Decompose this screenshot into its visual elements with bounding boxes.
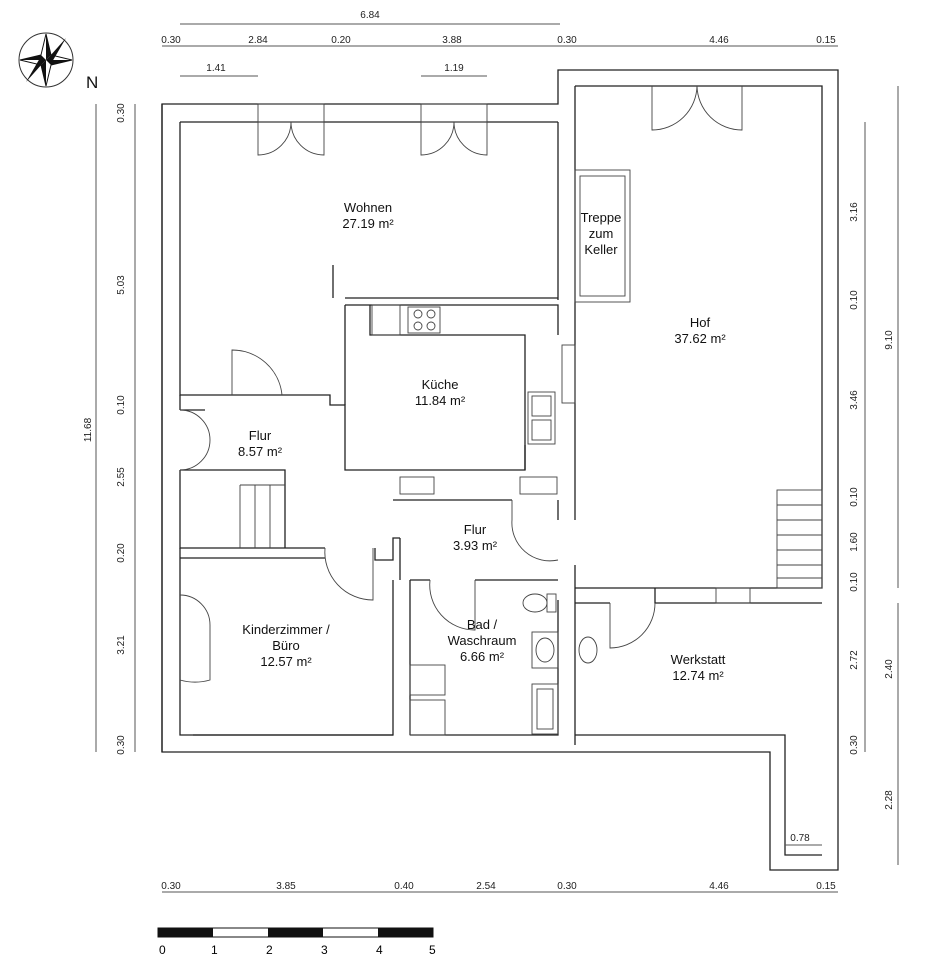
- room-area: 37.62 m²: [674, 331, 726, 346]
- dim-label: 3.21: [116, 635, 127, 655]
- dim-label: 0.10: [849, 572, 860, 592]
- room-area: 12.74 m²: [672, 668, 724, 683]
- room-name: Wohnen: [344, 200, 392, 215]
- dim-label: 6.84: [360, 10, 380, 21]
- dim-label: 11.68: [83, 417, 94, 442]
- windows: [257, 103, 576, 404]
- room-hof: Hof 37.62 m²: [674, 315, 726, 346]
- dim-label: 0.30: [557, 881, 577, 892]
- dim-label: 0.20: [331, 35, 351, 46]
- dim-label: 0.30: [161, 881, 181, 892]
- dim-label: 0.40: [394, 881, 414, 892]
- toilet-icon: [522, 593, 548, 613]
- dim-label: 2.54: [476, 881, 496, 892]
- dim-label: 0.15: [816, 35, 836, 46]
- compass-north-label: N: [86, 73, 98, 92]
- room-wohnen: Wohnen 27.19 m²: [342, 200, 394, 231]
- dim-label: 0.30: [557, 35, 577, 46]
- room-name: Kinderzimmer /: [242, 622, 330, 637]
- dim-label: 4.46: [709, 35, 729, 46]
- dim-label: 1.41: [206, 63, 226, 74]
- room-name: Bad /: [467, 617, 498, 632]
- scale-label: 3: [321, 943, 328, 957]
- fixtures: [371, 304, 598, 736]
- room-area: 11.84 m²: [415, 393, 466, 408]
- dim-label: 2.28: [884, 790, 895, 810]
- room-area: 6.66 m²: [460, 649, 505, 664]
- dim-label: 4.46: [709, 881, 729, 892]
- room-area: 8.57 m²: [238, 444, 283, 459]
- scale-label: 5: [429, 943, 436, 957]
- dim-label: 0.30: [849, 735, 860, 755]
- dim-label: 0.30: [161, 35, 181, 46]
- dim-label: 3.85: [276, 881, 296, 892]
- dim-label: 5.03: [116, 275, 127, 295]
- dim-label: 3.46: [849, 390, 860, 410]
- room-name: Werkstatt: [671, 652, 726, 667]
- dim-label: 0.15: [816, 881, 836, 892]
- dim-label: 1.19: [444, 63, 464, 74]
- walls: [161, 69, 839, 871]
- room-area: 27.19 m²: [342, 216, 394, 231]
- dim-label: 0.10: [849, 487, 860, 507]
- shower-icon: [531, 683, 559, 735]
- room-flur-2: Flur 3.93 m²: [453, 522, 498, 553]
- room-name: Flur: [464, 522, 487, 537]
- stove-icon: [407, 306, 441, 334]
- dim-label: 3.88: [442, 35, 462, 46]
- dim-label: 2.40: [884, 659, 895, 679]
- dim-label: 3.16: [849, 202, 860, 222]
- dim-label: 0.10: [849, 290, 860, 310]
- dimension-lines: [95, 23, 899, 893]
- room-name: zum: [589, 226, 614, 241]
- dim-label: 0.30: [116, 103, 127, 123]
- scale-label: 4: [376, 943, 383, 957]
- room-kueche: Küche 11.84 m²: [415, 377, 466, 408]
- room-name: Treppe: [581, 210, 622, 225]
- sink-icon: [527, 391, 556, 445]
- scale-bar: 0 1 2 3 4 5: [157, 927, 436, 957]
- dim-label: 0.78: [790, 833, 810, 844]
- dim-label: 2.84: [248, 35, 268, 46]
- dim-label: 2.55: [116, 467, 127, 487]
- dim-label: 9.10: [884, 330, 895, 350]
- room-flur-1: Flur 8.57 m²: [238, 428, 283, 459]
- room-area: 12.57 m²: [260, 654, 312, 669]
- room-name: Waschraum: [448, 633, 517, 648]
- room-treppe: Treppe zum Keller: [581, 210, 622, 257]
- dim-label: 2.72: [849, 650, 860, 670]
- doors[interactable]: [179, 85, 743, 683]
- room-area: 3.93 m²: [453, 538, 498, 553]
- dim-label: 0.10: [116, 395, 127, 415]
- scale-label: 0: [159, 943, 166, 957]
- compass-rose-icon: [18, 32, 74, 88]
- room-name: Flur: [249, 428, 272, 443]
- room-bad: Bad / Waschraum 6.66 m²: [448, 617, 517, 664]
- stairs: [239, 169, 823, 604]
- dim-label: 0.20: [116, 543, 127, 563]
- scale-label: 2: [266, 943, 273, 957]
- room-name: Keller: [584, 242, 618, 257]
- dimension-labels: 6.84 0.30 2.84 0.20 3.88 0.30 4.46 0.15 …: [83, 10, 895, 892]
- scale-label: 1: [211, 943, 218, 957]
- room-werkstatt: Werkstatt 12.74 m²: [671, 652, 726, 683]
- room-kinderzimmer: Kinderzimmer / Büro 12.57 m²: [242, 622, 330, 669]
- dim-label: 0.30: [116, 735, 127, 755]
- room-name: Hof: [690, 315, 711, 330]
- room-name: Büro: [272, 638, 299, 653]
- room-name: Küche: [422, 377, 459, 392]
- washbasin-icon: [531, 631, 559, 669]
- dim-label: 1.60: [849, 532, 860, 552]
